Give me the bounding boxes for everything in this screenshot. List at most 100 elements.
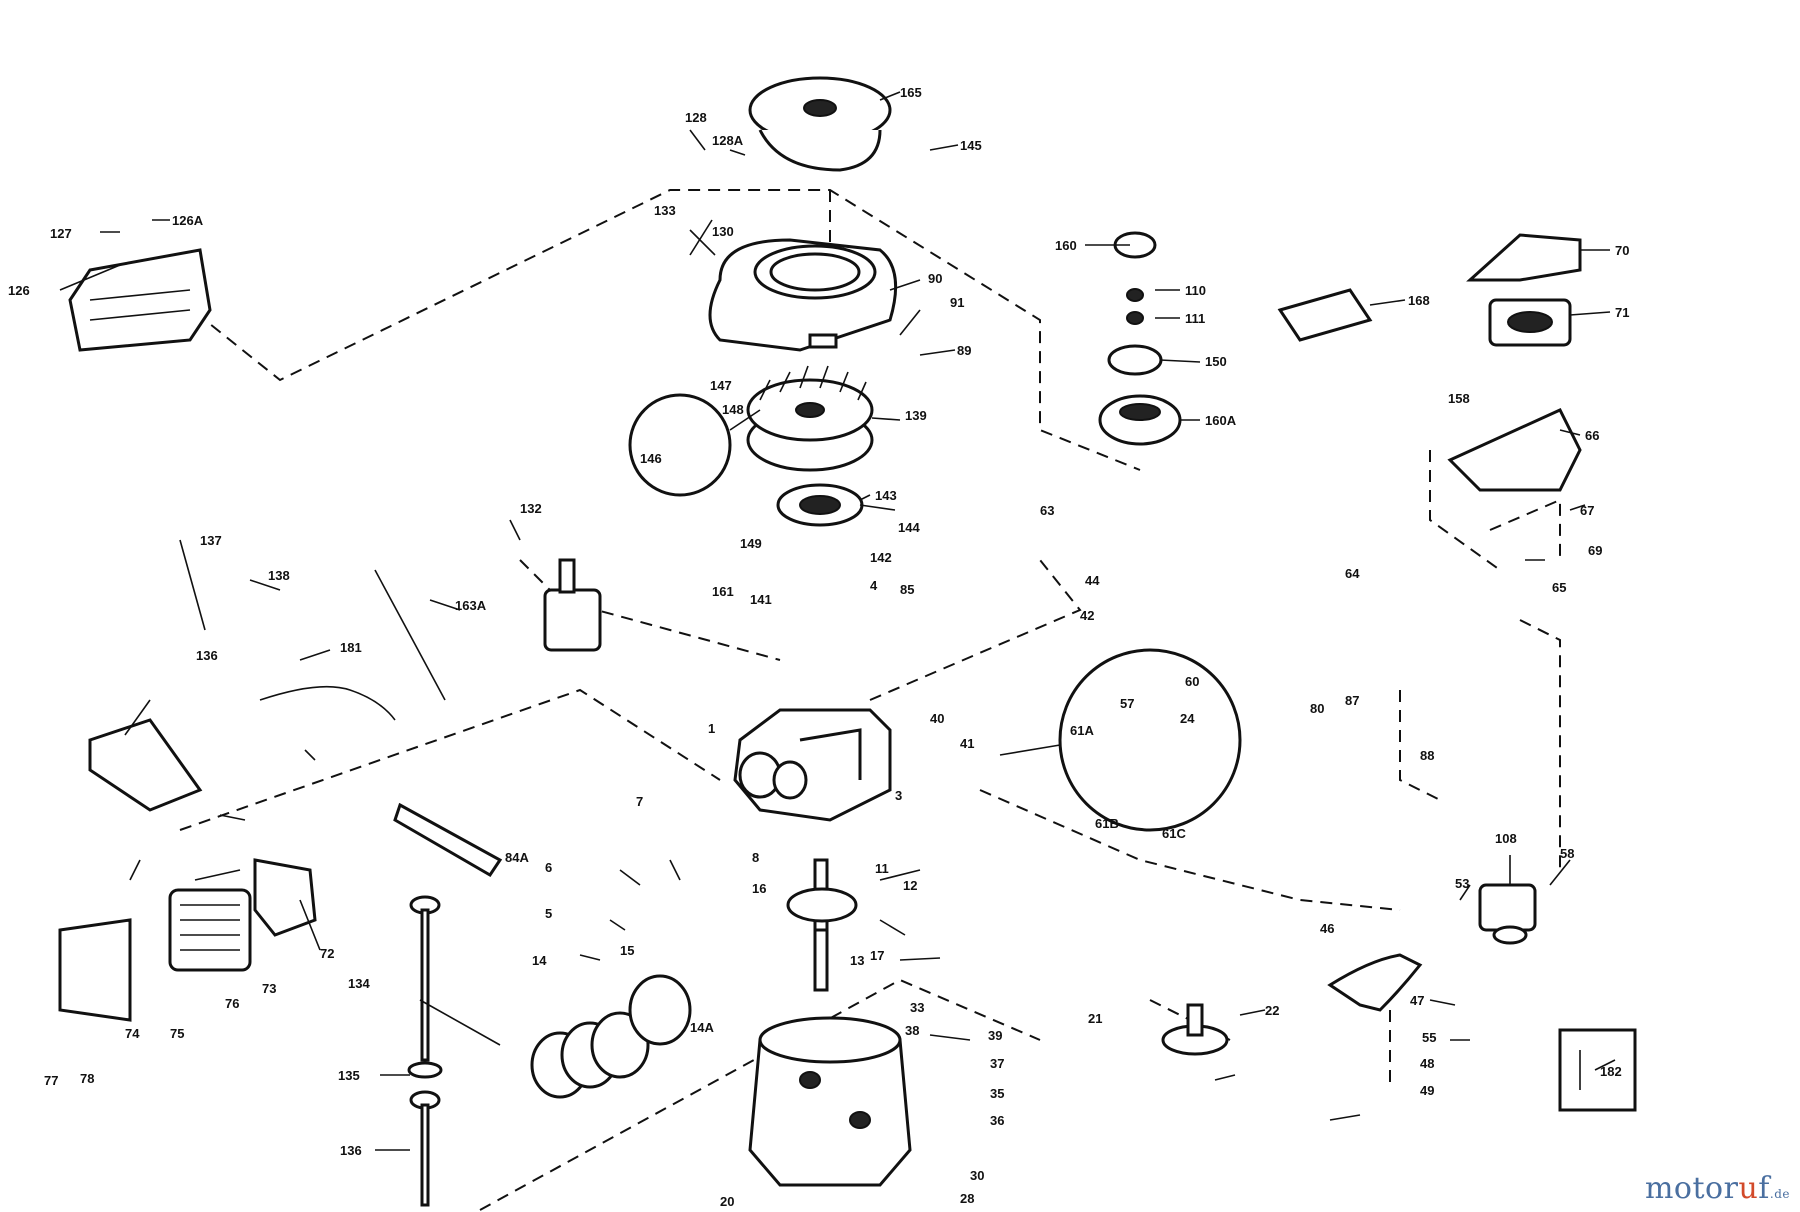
label-38: 38 xyxy=(905,1023,919,1038)
label-80: 80 xyxy=(1310,701,1324,716)
label-148: 148 xyxy=(722,402,744,417)
label-65: 65 xyxy=(1552,580,1566,595)
part-throttle-rod xyxy=(374,569,446,701)
label-141: 141 xyxy=(750,592,772,607)
part-governor-bar xyxy=(393,802,503,878)
label-126: 126 xyxy=(8,283,30,298)
label-1: 1 xyxy=(708,721,715,736)
label-7: 7 xyxy=(636,794,643,809)
label-181: 181 xyxy=(340,640,362,655)
part-breather xyxy=(1161,1003,1229,1056)
label-39: 39 xyxy=(988,1028,1002,1043)
watermark-logo: motoruf.de xyxy=(1644,1171,1790,1206)
part-air-filter-71 xyxy=(1488,298,1572,347)
label-137: 137 xyxy=(200,533,222,548)
label-33: 33 xyxy=(910,1000,924,1015)
part-air-cleaner xyxy=(68,248,212,352)
label-49: 49 xyxy=(1420,1083,1434,1098)
label-64: 64 xyxy=(1345,566,1360,581)
part-muffler-bracket xyxy=(88,718,203,812)
label-53: 53 xyxy=(1455,876,1469,891)
label-70: 70 xyxy=(1615,243,1629,258)
part-dipstick xyxy=(407,895,443,1207)
part-intake-tube xyxy=(1327,953,1423,1012)
label-57: 57 xyxy=(1120,696,1134,711)
label-90: 90 xyxy=(928,271,942,286)
label-78: 78 xyxy=(80,1071,94,1086)
part-carburetor xyxy=(1478,883,1537,945)
label-40: 40 xyxy=(930,711,944,726)
label-165: 165 xyxy=(900,85,922,100)
label-71: 71 xyxy=(1615,305,1629,320)
label-160a: 160A xyxy=(1205,413,1237,428)
label-13: 13 xyxy=(850,953,864,968)
label-67: 67 xyxy=(1580,503,1594,518)
part-decal xyxy=(1277,288,1373,342)
label-60: 60 xyxy=(1185,674,1199,689)
label-91: 91 xyxy=(950,295,964,310)
label-158: 158 xyxy=(1448,391,1470,406)
label-14a: 14A xyxy=(690,1020,714,1035)
label-133: 133 xyxy=(654,203,676,218)
label-160: 160 xyxy=(1055,238,1077,253)
label-182: 182 xyxy=(1600,1064,1622,1079)
label-35: 35 xyxy=(990,1086,1004,1101)
label-136: 136 xyxy=(196,648,218,663)
part-blower-cover xyxy=(748,76,892,172)
part-flywheel xyxy=(746,365,874,472)
label-74: 74 xyxy=(125,1026,140,1041)
part-primer-box xyxy=(1558,1028,1637,1112)
part-oil-pan xyxy=(748,1016,912,1187)
label-142: 142 xyxy=(870,550,892,565)
part-blower-housing xyxy=(708,238,898,352)
label-15: 15 xyxy=(620,943,634,958)
label-5: 5 xyxy=(545,906,552,921)
label-84a: 84A xyxy=(505,850,529,865)
label-88: 88 xyxy=(1420,748,1434,763)
label-66: 66 xyxy=(1585,428,1599,443)
part-crankshaft xyxy=(786,858,858,992)
label-145: 145 xyxy=(960,138,982,153)
label-6: 6 xyxy=(545,860,552,875)
label-76: 76 xyxy=(225,996,239,1011)
label-63: 63 xyxy=(1040,503,1054,518)
label-17: 17 xyxy=(870,948,884,963)
label-8: 8 xyxy=(752,850,759,865)
label-44: 44 xyxy=(1085,573,1100,588)
label-16: 16 xyxy=(752,881,766,896)
label-24: 24 xyxy=(1180,711,1195,726)
assembly-guide-lines xyxy=(179,189,1561,1211)
label-143: 143 xyxy=(875,488,897,503)
label-61b: 61B xyxy=(1095,816,1119,831)
label-126a: 126A xyxy=(172,213,204,228)
label-22: 22 xyxy=(1265,1003,1279,1018)
label-12: 12 xyxy=(903,878,917,893)
label-144: 144 xyxy=(898,520,920,535)
part-cable xyxy=(259,685,396,721)
label-146: 146 xyxy=(640,451,662,466)
label-21: 21 xyxy=(1088,1011,1102,1026)
part-starter-pulley xyxy=(1098,231,1182,446)
label-48: 48 xyxy=(1420,1056,1434,1071)
label-150: 150 xyxy=(1205,354,1227,369)
label-149: 149 xyxy=(740,536,762,551)
label-127: 127 xyxy=(50,226,72,241)
label-134: 134 xyxy=(348,976,370,991)
label-128a: 128A xyxy=(712,133,744,148)
parts xyxy=(58,76,1637,1207)
label-36: 36 xyxy=(990,1113,1004,1128)
part-piston-rings xyxy=(530,974,692,1099)
part-magneto xyxy=(776,483,864,527)
label-14: 14 xyxy=(532,953,547,968)
detail-circle-spring xyxy=(628,393,732,497)
label-130: 130 xyxy=(712,224,734,239)
label-73: 73 xyxy=(262,981,276,996)
label-163a: 163A xyxy=(455,598,487,613)
label-46: 46 xyxy=(1320,921,1334,936)
label-58: 58 xyxy=(1560,846,1574,861)
label-168: 168 xyxy=(1408,293,1430,308)
label-42: 42 xyxy=(1080,608,1094,623)
part-crankcase xyxy=(733,708,892,822)
label-147: 147 xyxy=(710,378,732,393)
